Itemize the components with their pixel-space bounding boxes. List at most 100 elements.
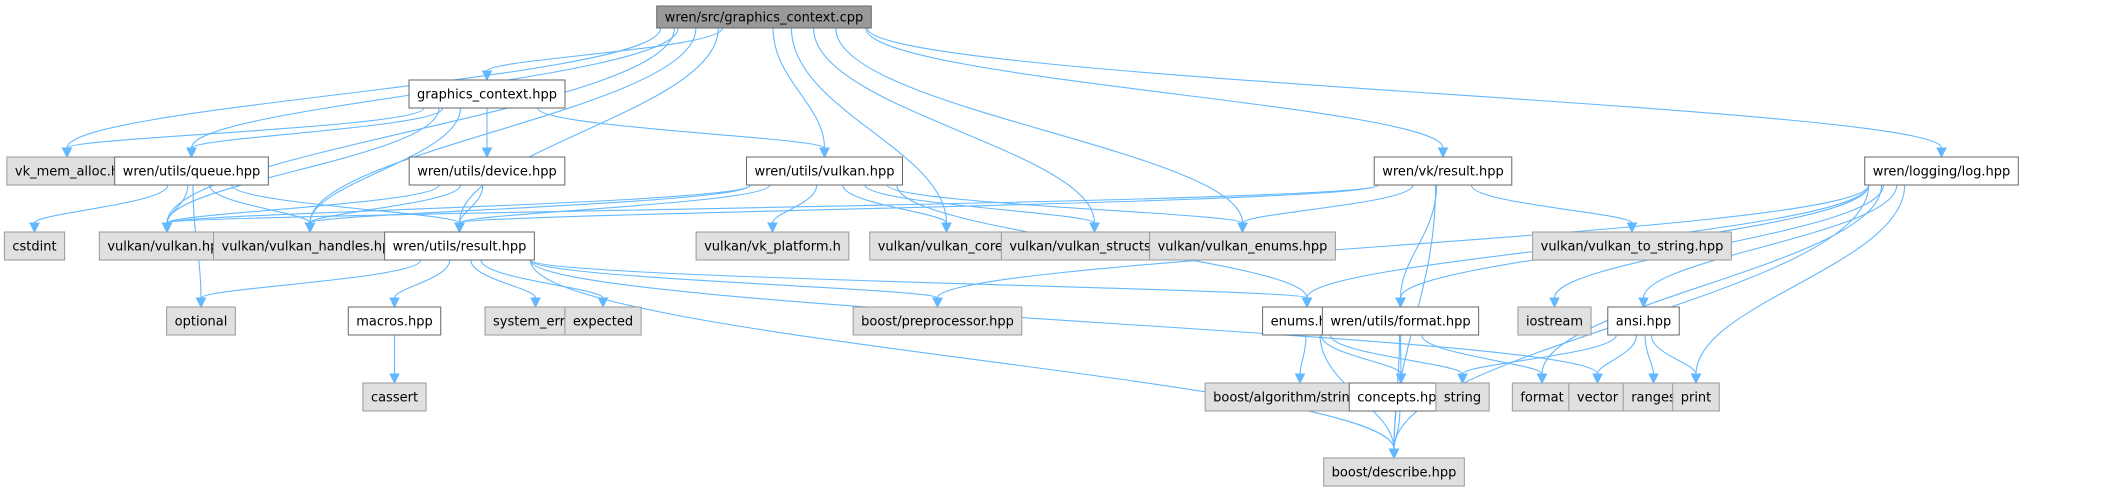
- node-label: wren/utils/vulkan.hpp: [755, 165, 895, 180]
- edge-line: [458, 184, 484, 224]
- edge-line: [458, 184, 771, 224]
- edge-line: [835, 27, 1244, 224]
- node-macros[interactable]: macros.hpp: [347, 306, 442, 336]
- include-edge-macros-to-cassert: [389, 334, 400, 385]
- node-box: [1321, 306, 1480, 336]
- node-label: ranges: [1631, 391, 1676, 406]
- node-queue[interactable]: wren/utils/queue.hpp: [114, 156, 269, 186]
- edge-line: [66, 27, 662, 149]
- node-label: vulkan/vulkan_to_string.hpp: [1541, 240, 1724, 255]
- include-edge-vkresult-to-uformat: [1395, 184, 1438, 309]
- node-iostream: iostream: [1517, 306, 1592, 336]
- arrowhead-icon: [1648, 373, 1659, 385]
- edge-line: [1470, 184, 1633, 224]
- edge-line: [529, 259, 1599, 375]
- edge-line: [790, 27, 948, 224]
- node-box: [852, 306, 1023, 336]
- node-box: [1435, 382, 1490, 412]
- node-label: iostream: [1526, 315, 1583, 330]
- edge-line: [166, 184, 189, 224]
- edge-line: [771, 184, 818, 224]
- node-label: vulkan/vulkan_enums.hpp: [1158, 240, 1328, 255]
- node-label: vulkan/vulkan.hpp: [107, 240, 226, 255]
- node-cassert: cassert: [362, 382, 427, 412]
- node-box: [408, 156, 566, 186]
- arrowhead-icon: [1395, 373, 1407, 385]
- edge-line: [309, 184, 461, 224]
- edge-line: [936, 184, 1870, 299]
- include-edge-uvulkan-to-vk_platform: [767, 184, 818, 234]
- arrowhead-icon: [767, 222, 778, 234]
- include-edge-uresult-to-enums: [529, 259, 1313, 309]
- node-vulkan-enums: vulkan/vulkan_enums.hpp: [1149, 231, 1336, 261]
- edge-line: [1644, 334, 1655, 375]
- node-label: wren/logging/log.hpp: [1873, 165, 2011, 180]
- node-label: vector: [1577, 391, 1619, 406]
- node-device[interactable]: wren/utils/device.hpp: [408, 156, 566, 186]
- include-edge-log-to-ansi: [1638, 184, 1898, 309]
- include-edge-gc_hpp-to-queue: [186, 107, 444, 159]
- include-edge-ansi-to-vector: [1592, 334, 1638, 385]
- edge-line: [309, 27, 697, 224]
- include-edge-uresult-to-macros: [389, 259, 451, 309]
- edge-line: [864, 184, 1096, 224]
- node-label: ansi.hpp: [1616, 315, 1671, 330]
- node-label: vk_mem_alloc.h: [15, 165, 119, 180]
- include-edge-uresult-to-preprocessor: [529, 259, 943, 309]
- arrowhead-icon: [161, 222, 173, 234]
- edge-line: [813, 27, 1096, 224]
- node-label: print: [1681, 391, 1712, 406]
- node-box: [1672, 382, 1720, 412]
- node-label: concepts.hpp: [1357, 391, 1444, 406]
- edge-line: [166, 184, 440, 224]
- node-log[interactable]: wren/logging/log.hpp: [1864, 156, 2019, 186]
- node-uresult[interactable]: wren/utils/result.hpp: [384, 231, 535, 261]
- edge-line: [33, 184, 169, 224]
- include-edge-uresult-to-system_error: [470, 259, 541, 309]
- edge-line: [470, 259, 537, 299]
- node-label: vulkan/vulkan_core.h: [878, 240, 1016, 255]
- node-gc-cpp[interactable]: wren/src/graphics_context.cpp: [656, 5, 872, 29]
- node-box: [746, 156, 903, 186]
- node-label: wren/vk/result.hpp: [1382, 165, 1504, 180]
- include-edge-ansi-to-string: [1457, 334, 1617, 385]
- edge-line: [1695, 184, 1906, 375]
- arrowhead-icon: [195, 297, 207, 309]
- arrowhead-icon: [1638, 297, 1649, 309]
- edge-line: [842, 184, 948, 224]
- node-vkresult[interactable]: wren/vk/result.hpp: [1373, 156, 1513, 186]
- node-box: [166, 306, 236, 336]
- edge-line: [231, 184, 461, 224]
- node-box: [1323, 457, 1465, 487]
- include-edge-uresult-to-optional: [195, 259, 422, 309]
- node-box: [1607, 306, 1680, 336]
- node-label: macros.hpp: [356, 315, 432, 330]
- node-ansi[interactable]: ansi.hpp: [1607, 306, 1680, 336]
- node-uformat[interactable]: wren/utils/format.hpp: [1321, 306, 1480, 336]
- include-edge-uresult-to-expected: [480, 259, 609, 309]
- node-box: [98, 231, 236, 261]
- arrowhead-icon: [389, 297, 400, 309]
- arrowhead-icon: [932, 297, 943, 309]
- node-label: boost/algorithm/string.hpp: [1213, 391, 1387, 406]
- edge-line: [200, 259, 422, 299]
- arrowhead-icon: [1690, 373, 1702, 385]
- edge-line: [1241, 184, 1414, 224]
- node-label: wren/utils/format.hpp: [1330, 315, 1470, 330]
- node-label: wren/utils/queue.hpp: [123, 165, 261, 180]
- node-box: [384, 231, 535, 261]
- include-edge-uvulkan-to-vulkan_enums: [886, 184, 1248, 234]
- node-gc-hpp[interactable]: graphics_context.hpp: [408, 79, 566, 109]
- node-uvulkan[interactable]: wren/utils/vulkan.hpp: [746, 156, 903, 186]
- edge-line: [1541, 184, 1883, 375]
- node-label: expected: [573, 315, 633, 330]
- edge-line: [1399, 184, 1438, 299]
- arrowhead-icon: [1457, 373, 1468, 385]
- edge-line: [529, 259, 1395, 450]
- include-edge-enums-to-concepts: [1320, 334, 1407, 385]
- edge-line: [309, 107, 461, 224]
- include-edge-uvulkan-to-vulkan_handles: [304, 184, 752, 234]
- include-edge-vkresult-to-uresult: [454, 184, 1379, 234]
- edge-line: [1329, 334, 1464, 375]
- include-edge-vkresult-to-vulkan_hpp: [161, 184, 1379, 234]
